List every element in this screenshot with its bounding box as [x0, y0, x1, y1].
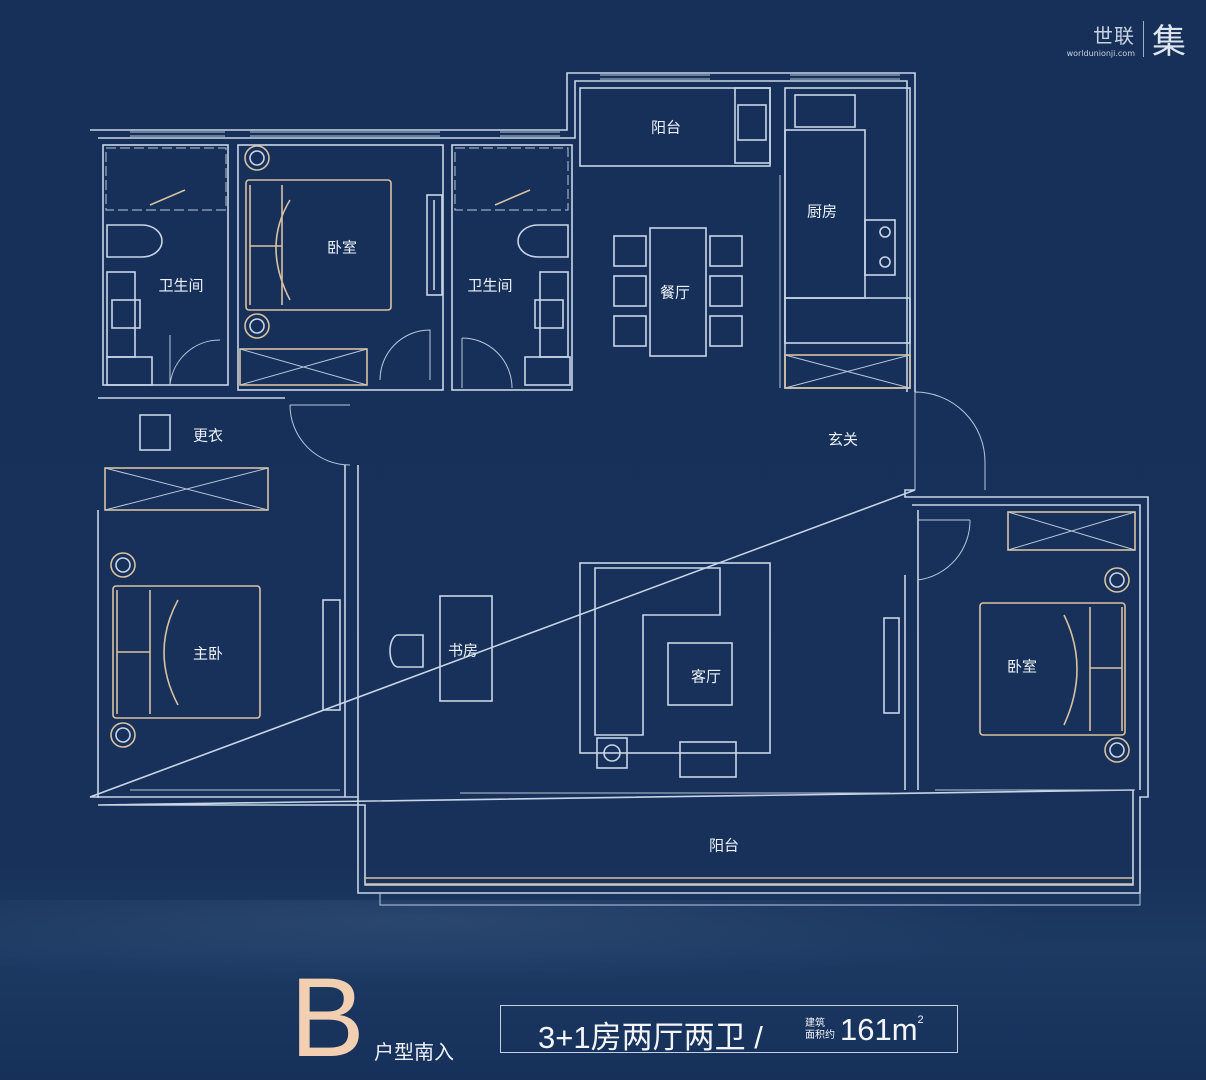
room-label-balcony-top: 阳台 — [650, 118, 682, 137]
logo-site: worldunionji.com — [1066, 48, 1135, 58]
area-unit-sup: 2 — [917, 1014, 924, 1026]
unit-type-letter: B — [290, 955, 365, 1080]
area-label-line2: 面积约 — [805, 1030, 835, 1041]
outer-wall-inner — [97, 80, 1141, 886]
room-label-study: 书房 — [447, 641, 479, 660]
area-value: 161m2 — [840, 1012, 924, 1048]
outer-wall — [89, 72, 1149, 894]
room-label-master-bedroom: 主卧 — [192, 644, 224, 663]
logo-brand: 世联 — [1093, 23, 1135, 48]
logo-mark: 集 — [1152, 22, 1186, 62]
room-label-dressing: 更衣 — [192, 426, 224, 445]
balcony-railing — [365, 877, 1133, 885]
room-label-balcony-bottom: 阳台 — [708, 836, 740, 855]
unit-type-desc: 户型南入 — [374, 1040, 454, 1064]
area-label-line1: 建筑 — [805, 1018, 825, 1029]
room-label-living: 客厅 — [690, 667, 722, 686]
room-label-bathroom-mid: 卫生间 — [467, 276, 513, 295]
logo-divider — [1143, 20, 1144, 57]
room-label-bathroom-left: 卫生间 — [158, 276, 204, 295]
layout-summary: 3+1房两厅两卫 / — [538, 1020, 763, 1055]
area-label: 建筑 面积约 — [805, 1018, 835, 1042]
room-label-foyer: 玄关 — [827, 430, 859, 449]
room-label-dining: 餐厅 — [659, 283, 691, 302]
room-label-bedroom-top: 卧室 — [326, 238, 358, 257]
area-number: 161m — [840, 1012, 918, 1047]
brand-logo: 世联 worldunionji.com 集 — [1067, 14, 1186, 63]
summary-box — [500, 1005, 958, 1053]
room-label-bedroom-right: 卧室 — [1006, 657, 1038, 676]
room-label-kitchen: 厨房 — [806, 202, 838, 221]
background-wave — [0, 900, 1206, 1080]
